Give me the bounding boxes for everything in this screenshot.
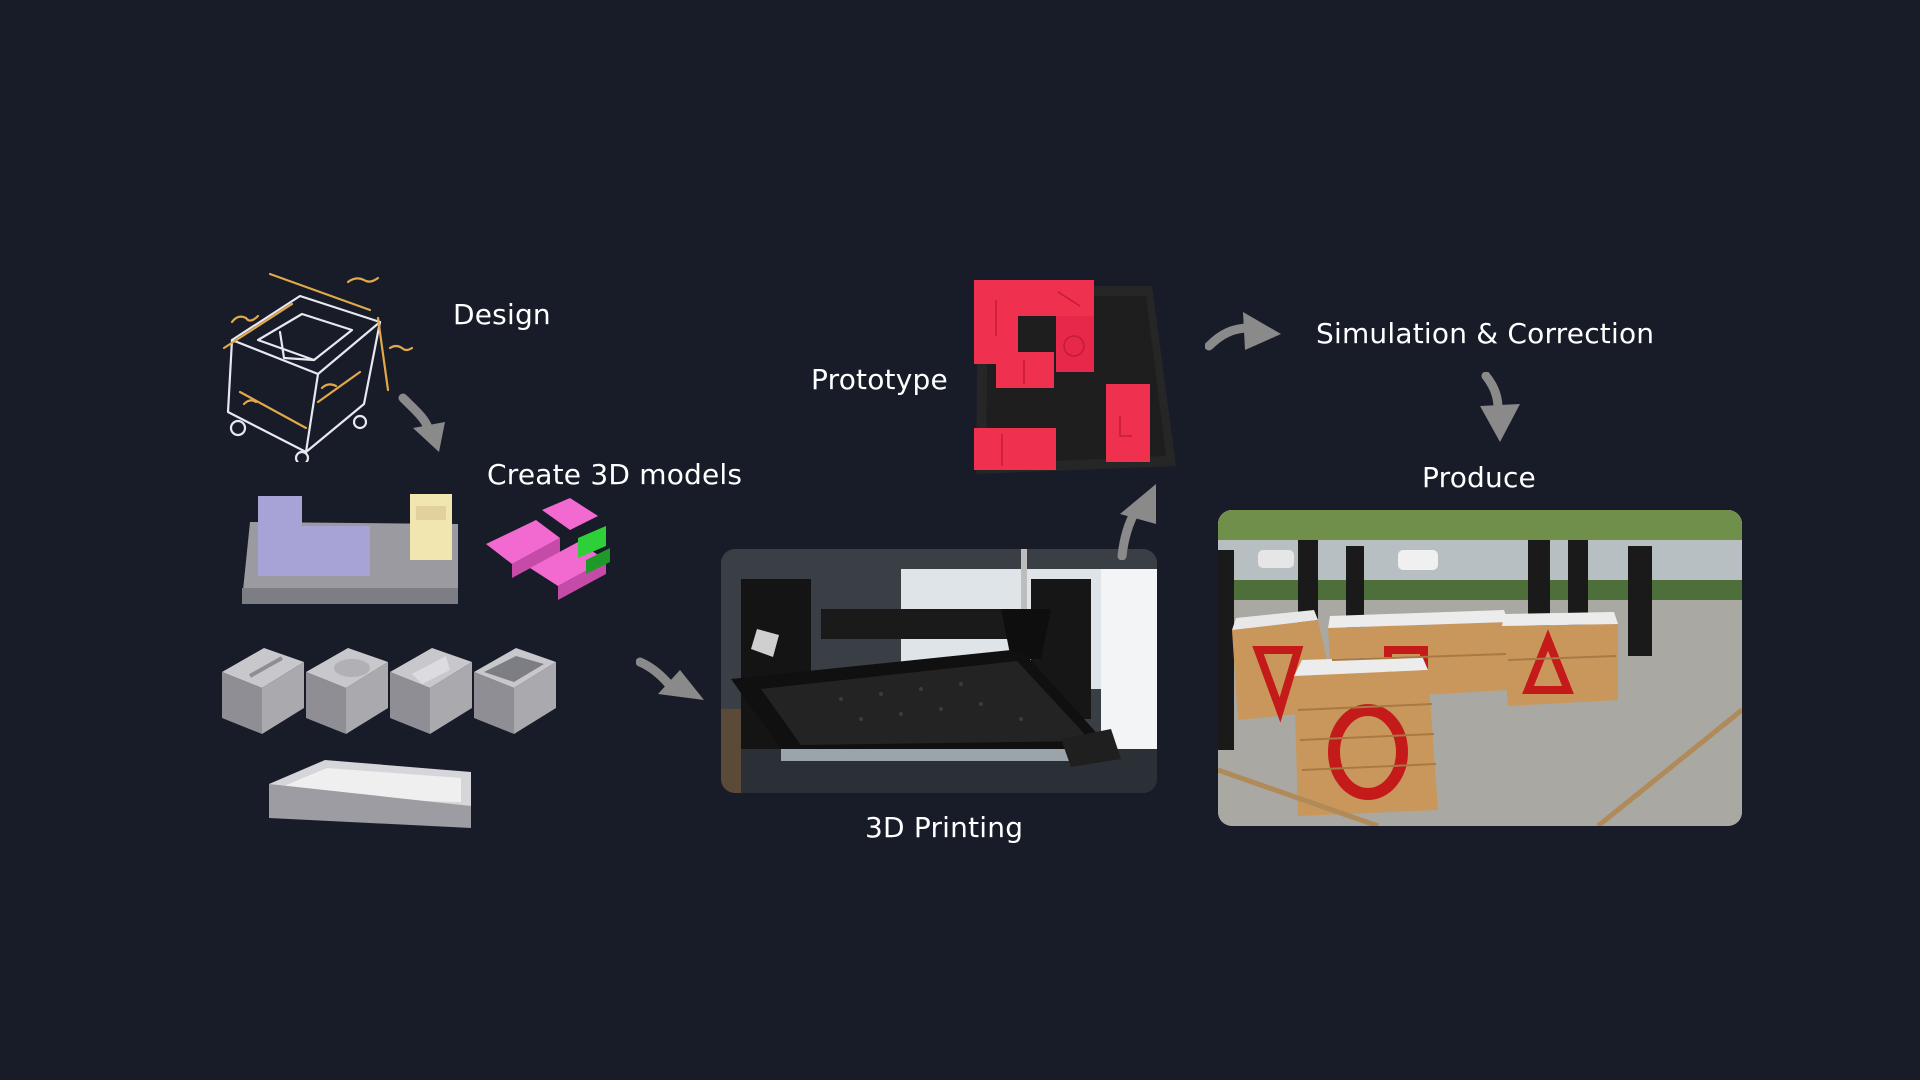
- model-base-block: [238, 492, 463, 610]
- arrow-design-to-models-icon: [395, 392, 451, 456]
- arrow-printing-to-prototype-icon: [1112, 480, 1162, 560]
- design-label: Design: [453, 298, 551, 331]
- produce-photo: [1218, 510, 1742, 826]
- model-tray: [265, 758, 480, 830]
- 3d-printing-label: 3D Printing: [865, 811, 1024, 844]
- 3d-printer-photo: [721, 549, 1157, 793]
- arrow-prototype-to-simulation-icon: [1205, 312, 1283, 354]
- produce-label: Produce: [1422, 461, 1536, 494]
- create-3d-models-label: Create 3D models: [487, 458, 743, 491]
- arrow-models-to-printing-icon: [636, 654, 708, 712]
- design-sketch: [210, 262, 430, 462]
- model-gray-boxes: [220, 636, 565, 738]
- prototype-image: [970, 276, 1180, 478]
- arrow-simulation-to-produce-icon: [1474, 372, 1524, 444]
- prototype-label: Prototype: [811, 363, 948, 396]
- simulation-correction-label: Simulation & Correction: [1316, 317, 1655, 350]
- model-pink-pieces: [482, 498, 614, 606]
